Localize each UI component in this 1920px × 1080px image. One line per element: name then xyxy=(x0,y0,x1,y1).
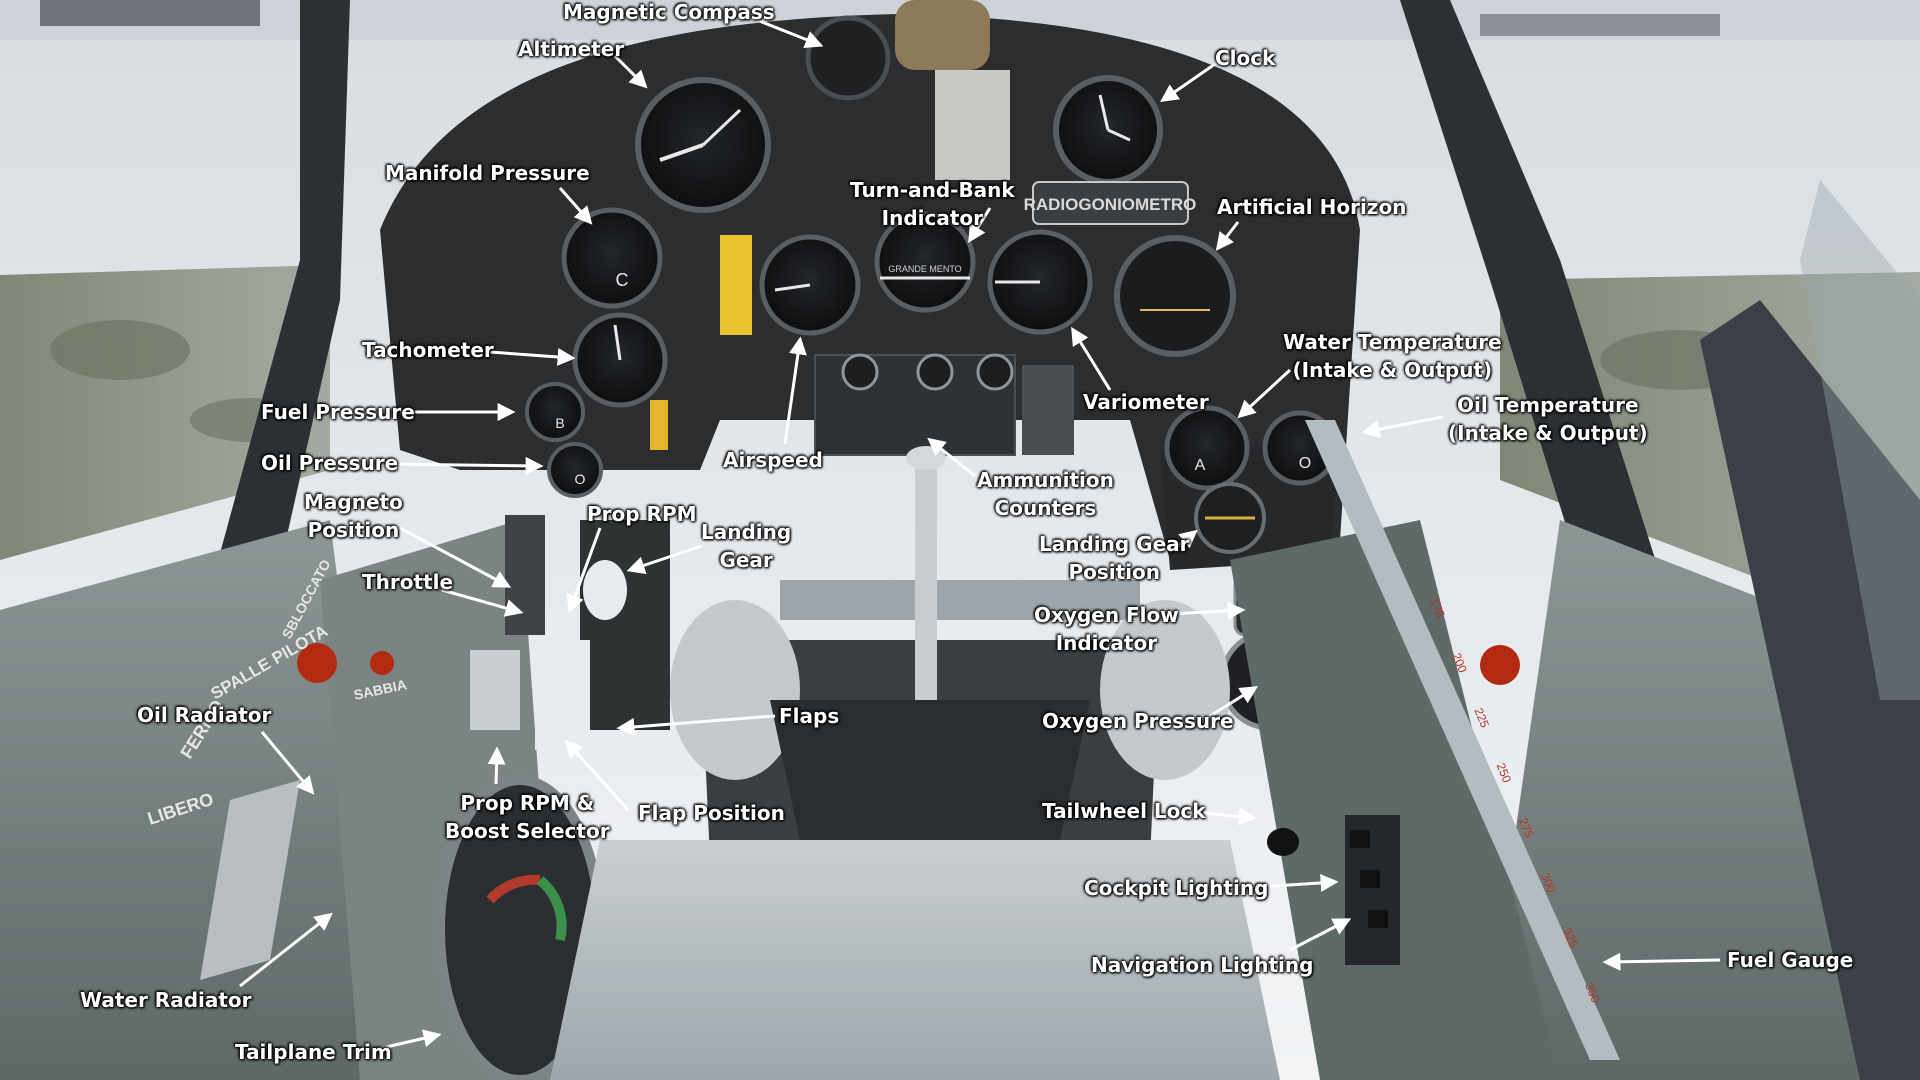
compass-housing xyxy=(805,15,891,101)
arrow-nav-lighting xyxy=(1289,918,1352,952)
arrow-gear-position xyxy=(1177,529,1198,549)
label-cockpit-lighting: Cockpit Lighting xyxy=(1084,876,1269,900)
gauge-letter-c: C xyxy=(616,270,629,290)
gauge-letter-a: A xyxy=(1195,457,1206,474)
arrow-horizon xyxy=(1215,221,1240,251)
label-oxygen-pressure: Oxygen Pressure xyxy=(1042,709,1234,733)
arrow-tachometer xyxy=(489,347,576,366)
arrow-flap-position xyxy=(564,739,630,812)
label-airspeed: Airspeed xyxy=(723,448,823,472)
label-altimeter: Altimeter xyxy=(518,37,625,61)
label-prop-rpm: Prop RPM xyxy=(587,502,697,526)
label-oil-radiator: Oil Radiator xyxy=(137,703,272,727)
arrow-magnetic-compass xyxy=(751,16,824,49)
label-navigation-lighting: Navigation Lighting xyxy=(1091,953,1314,977)
label-oil-temperature: Oil Temperature(Intake & Output) xyxy=(1448,393,1648,445)
arrow-flaps xyxy=(616,714,776,736)
arrow-landing-gear xyxy=(626,544,703,574)
gauge-letter-o-right: O xyxy=(1299,455,1311,472)
arrow-variometer xyxy=(1071,326,1112,391)
label-water-temperature: Water Temperature(Intake & Output) xyxy=(1283,330,1502,382)
label-tachometer: Tachometer xyxy=(362,338,494,362)
arrow-prop-rpm xyxy=(566,527,602,614)
label-tailplane-trim: Tailplane Trim xyxy=(235,1040,392,1064)
control-stick-area xyxy=(550,446,1280,1080)
arrow-cockpit-lighting xyxy=(1241,873,1339,892)
arrow-oil-pressure xyxy=(383,456,544,475)
arrow-tailplane-trim xyxy=(381,1029,442,1050)
water-temp-gauge xyxy=(1164,405,1250,491)
arrow-manifold xyxy=(558,187,593,225)
arrow-oxygen-pressure xyxy=(1209,686,1259,718)
label-fuel-pressure: Fuel Pressure xyxy=(261,400,415,424)
label-manifold-pressure: Manifold Pressure xyxy=(385,161,590,185)
label-tailwheel-lock: Tailwheel Lock xyxy=(1042,799,1206,823)
arrow-airspeed xyxy=(783,336,807,445)
leader-arrows xyxy=(239,16,1721,1050)
gauge-letter-b: B xyxy=(555,415,564,431)
artificial-horizon-gauge xyxy=(1114,235,1236,357)
fuel-pressure-gauge xyxy=(525,382,585,442)
oil-pressure-gauge xyxy=(547,442,603,498)
arrow-water-radiator xyxy=(239,912,333,988)
turn-bank-face: GRANDE MENTO xyxy=(888,264,961,274)
label-fuel-gauge: Fuel Gauge xyxy=(1727,948,1854,972)
gauge-letter-o-left: O xyxy=(575,471,586,487)
turn-bank-gauge xyxy=(874,211,976,313)
label-prop-rpm-boost-selector: Prop RPM &Boost Selector xyxy=(445,791,610,843)
label-magnetic-compass: Magnetic Compass xyxy=(563,0,775,24)
label-throttle: Throttle xyxy=(362,570,454,594)
label-flap-position: Flap Position xyxy=(638,801,785,825)
label-variometer: Variometer xyxy=(1083,390,1209,414)
arrow-oil-temp xyxy=(1361,415,1443,439)
arrow-magneto xyxy=(399,526,512,588)
arrow-ammo xyxy=(927,437,976,478)
left-console: LIBERO FERMO SPALLE PILOTA SBLOCCATO SAB… xyxy=(145,400,670,1080)
radio-placard: RADIOGONIOMETRO xyxy=(1024,195,1197,214)
arrow-fuel-gauge xyxy=(1602,952,1721,971)
manifold-gauge xyxy=(561,207,663,309)
arrow-water-temp xyxy=(1237,368,1292,419)
label-water-radiator: Water Radiator xyxy=(80,988,252,1012)
arrow-tailwheel xyxy=(1194,807,1257,826)
arrow-oil-radiator xyxy=(260,731,315,795)
label-oil-pressure: Oil Pressure xyxy=(261,451,399,475)
arrow-prop-boost xyxy=(487,746,506,785)
arrow-oxygen-flow xyxy=(1169,601,1246,620)
label-flaps: Flaps xyxy=(779,704,840,728)
arrow-clock xyxy=(1160,62,1216,103)
label-artificial-horizon: Artificial Horizon xyxy=(1217,195,1407,219)
label-clock: Clock xyxy=(1215,46,1276,70)
arrow-altimeter xyxy=(613,54,648,89)
arrow-turn-bank xyxy=(968,207,992,244)
arrow-throttle xyxy=(441,588,524,617)
